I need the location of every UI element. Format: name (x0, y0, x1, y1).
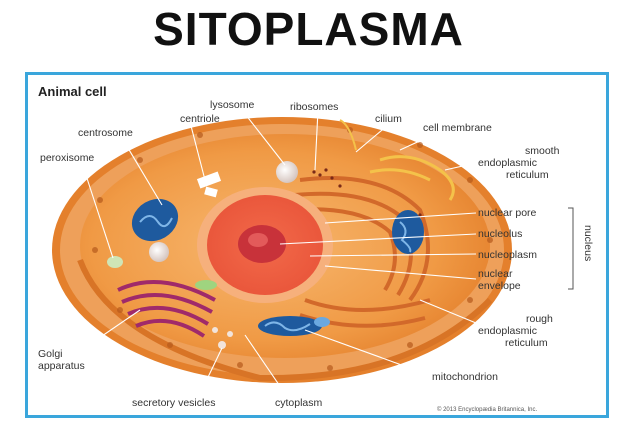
label-golgi-2: apparatus (38, 360, 85, 372)
label-nucleoplasm: nucleoplasm (478, 249, 537, 261)
label-cell-membrane: cell membrane (423, 122, 492, 134)
label-cytoplasm: cytoplasm (275, 397, 323, 409)
vesicle-shape (149, 242, 169, 262)
label-ribosomes: ribosomes (290, 101, 338, 113)
nucleus (197, 187, 333, 303)
label-rough-er-1: rough (526, 313, 553, 325)
lysosome-shape (276, 161, 298, 183)
label-lysosome: lysosome (210, 99, 255, 111)
label-peroxisome: peroxisome (40, 152, 94, 164)
label-mitochondrion: mitochondrion (432, 371, 498, 383)
label-rough-er-2: endoplasmic (478, 325, 537, 337)
label-nuclear-envelope-2: envelope (478, 280, 521, 292)
peroxisome-shape (107, 256, 123, 268)
label-cilium: cilium (375, 113, 402, 125)
label-nucleolus: nucleolus (478, 228, 522, 240)
nucleus-bracket (568, 208, 573, 289)
small-organelle-shape (195, 280, 217, 290)
label-smooth-er-3: reticulum (506, 169, 549, 181)
label-nuclear-envelope-1: nuclear (478, 268, 513, 280)
label-golgi-1: Golgi (38, 348, 63, 360)
label-centrosome: centrosome (78, 127, 133, 139)
label-smooth-er-2: endoplasmic (478, 157, 537, 169)
copyright-credit: © 2013 Encyclopædia Britannica, Inc. (437, 406, 537, 413)
label-rough-er-3: reticulum (505, 337, 548, 349)
label-nuclear-pore: nuclear pore (478, 207, 537, 219)
label-smooth-er-1: smooth (525, 145, 560, 157)
label-nucleus: nucleus (582, 225, 594, 261)
diagram-heading: Animal cell (38, 84, 107, 99)
label-centriole: centriole (180, 113, 220, 125)
label-secretory-vesicles: secretory vesicles (132, 397, 215, 409)
